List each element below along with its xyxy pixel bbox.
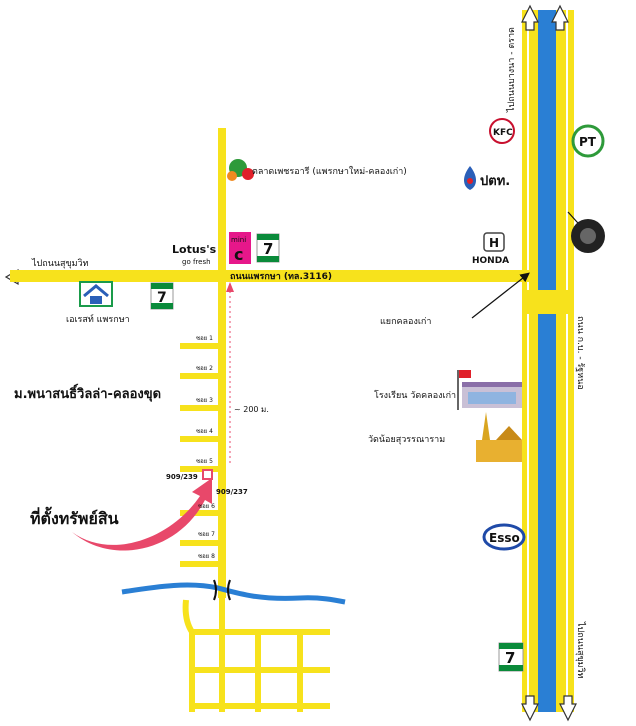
seven-eleven-logo-bottom: 7 <box>498 642 524 672</box>
school-label: โรงเรียน วัดคลองเก่า <box>374 390 456 401</box>
soi-label: ซอย 6 <box>198 503 215 510</box>
lotus-sub: go fresh <box>182 258 211 266</box>
soi-label: ซอย 2 <box>196 365 213 372</box>
seven-eleven-logo-left: 7 <box>150 282 174 310</box>
soi-labels: ซอย 1 ซอย 2 ซอย 3 ซอย 4 ซอย 5 ซอย 6 ซอย … <box>196 335 215 560</box>
tire-shop-icon <box>571 219 605 253</box>
to-sukhumvit-bottom-label: ไปถนนสุขุมวิท <box>575 621 586 679</box>
to-sukhumvit-left-label: ไปถนนสุขุมวิท <box>31 258 89 269</box>
market-label: ตลาดเพชรอารี (แพรกษาใหม่-คลองเก่า) <box>252 166 407 177</box>
ptt-logo: ปตท. <box>464 166 510 190</box>
svg-text:H: H <box>489 236 499 250</box>
temple-label: วัดน้อยสุวรรณาราม <box>368 434 445 445</box>
junction-label: แยกคลองเก่า <box>380 317 431 327</box>
soi-label: ซอย 1 <box>196 335 213 342</box>
svg-text:ปตท.: ปตท. <box>480 174 510 189</box>
pt-station-logo: PT <box>571 124 605 158</box>
soi-label: ซอย 4 <box>196 428 213 435</box>
praeksa-road <box>10 270 530 282</box>
seven-eleven-logo-top: 7 <box>256 233 280 263</box>
property-marker <box>202 469 213 480</box>
estate-label: เอเรสท์ แพรกษา <box>66 313 130 325</box>
temple-icon <box>476 412 522 462</box>
to-bangna-trat-label: ไปถนนบางนา - ตราด <box>506 27 517 113</box>
svg-text:mini: mini <box>231 236 246 244</box>
soi-branches <box>180 343 220 567</box>
svg-text:c: c <box>234 245 243 264</box>
svg-text:KFC: KFC <box>493 128 513 138</box>
svg-text:7: 7 <box>157 290 167 306</box>
lower-roads <box>182 598 330 712</box>
praeksa-road-label: ถนนแพรกษา (ทล.3116) <box>230 272 332 282</box>
soi-label: ซอย 8 <box>198 553 215 560</box>
house-number-right: 909/237 <box>216 488 248 496</box>
house-number-left: 909/239 <box>166 473 198 481</box>
property-location-label: ที่ตั้งทรัพย์สิน <box>30 506 119 528</box>
kfc-logo: KFC <box>489 118 515 144</box>
property-arrow <box>72 478 212 551</box>
canal <box>121 582 346 605</box>
esso-logo: Esso <box>482 523 526 551</box>
junction-arrow <box>471 272 530 319</box>
soi-label: ซอย 3 <box>196 397 213 404</box>
lotus-logo: Lotus's go fresh <box>172 243 217 266</box>
bangna-trat-highway <box>522 10 574 712</box>
mini-c-logo: mini c <box>229 232 251 264</box>
school-icon <box>457 370 522 410</box>
estate-house-icon <box>79 281 113 307</box>
soi-label: ซอย 7 <box>198 531 215 538</box>
kanchanaphisek-label: ถนน ก.บ. - รัฐหนอ <box>575 316 585 390</box>
svg-text:7: 7 <box>505 649 515 667</box>
village-label: ม.พนาสนธิ์วิลล่า-คลองขุด <box>14 383 161 402</box>
honda-logo: H HONDA <box>472 232 509 266</box>
bridge-icon <box>213 579 231 601</box>
svg-text:HONDA: HONDA <box>472 256 509 266</box>
lotus-name: Lotus's <box>172 243 217 256</box>
svg-text:Esso: Esso <box>489 531 520 545</box>
direction-arrows <box>4 4 577 722</box>
distance-label: ~ 200 ม. <box>234 405 269 414</box>
svg-text:7: 7 <box>263 240 273 258</box>
svg-text:PT: PT <box>579 135 597 149</box>
market-icon <box>227 159 254 181</box>
soi-label: ซอย 5 <box>196 458 213 465</box>
village-road <box>218 128 226 598</box>
